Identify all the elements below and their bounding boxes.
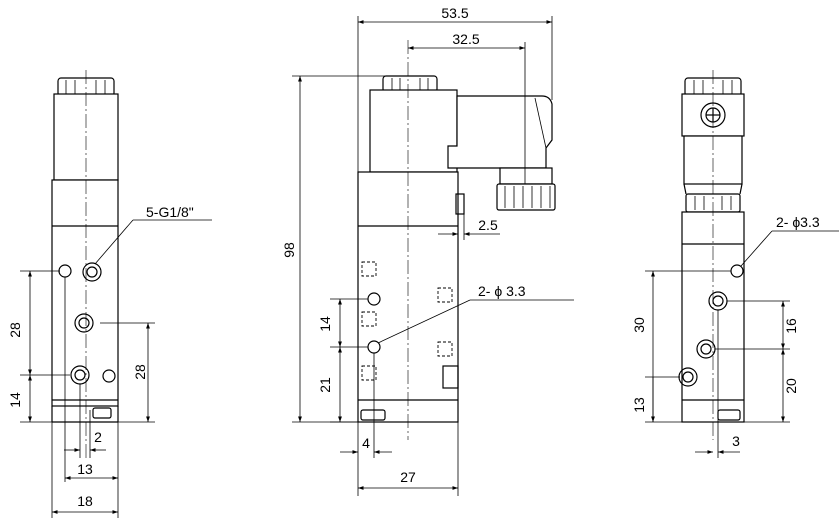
front-view: 53.5 32.5 98 2.5 2- ϕ 3.3 14 21 4 27 (281, 5, 574, 496)
dim-30: 30 (631, 317, 647, 333)
dim-98: 98 (281, 242, 297, 258)
front-hole-label: 2- ϕ 3.3 (478, 283, 526, 299)
dim-3: 3 (732, 433, 740, 449)
right-dim-28: 28 (132, 364, 148, 380)
right-hole-label: 2- ϕ3.3 (776, 214, 820, 230)
dim-32-5: 32.5 (452, 31, 479, 47)
dim-2-5: 2.5 (478, 217, 498, 233)
dim-13-right: 13 (631, 397, 647, 413)
left-side-view: 5-G1/8" 28 14 28 2 13 18 (7, 70, 212, 518)
dim-53-5: 53.5 (441, 5, 468, 21)
dim-13: 13 (77, 461, 93, 477)
dim-18: 18 (77, 493, 93, 509)
dim-21: 21 (317, 377, 333, 393)
right-side-view: 2- ϕ3.3 30 13 16 20 3 (631, 70, 839, 458)
dim-20: 20 (783, 378, 799, 394)
left-port-label: 5-G1/8" (146, 204, 194, 220)
dim-4: 4 (362, 435, 370, 451)
dim-14-front: 14 (317, 316, 333, 332)
left-dim-14: 14 (7, 392, 23, 408)
dim-2: 2 (94, 429, 102, 445)
dim-27: 27 (400, 469, 416, 485)
dim-16: 16 (783, 318, 799, 334)
left-dim-28: 28 (7, 322, 23, 338)
